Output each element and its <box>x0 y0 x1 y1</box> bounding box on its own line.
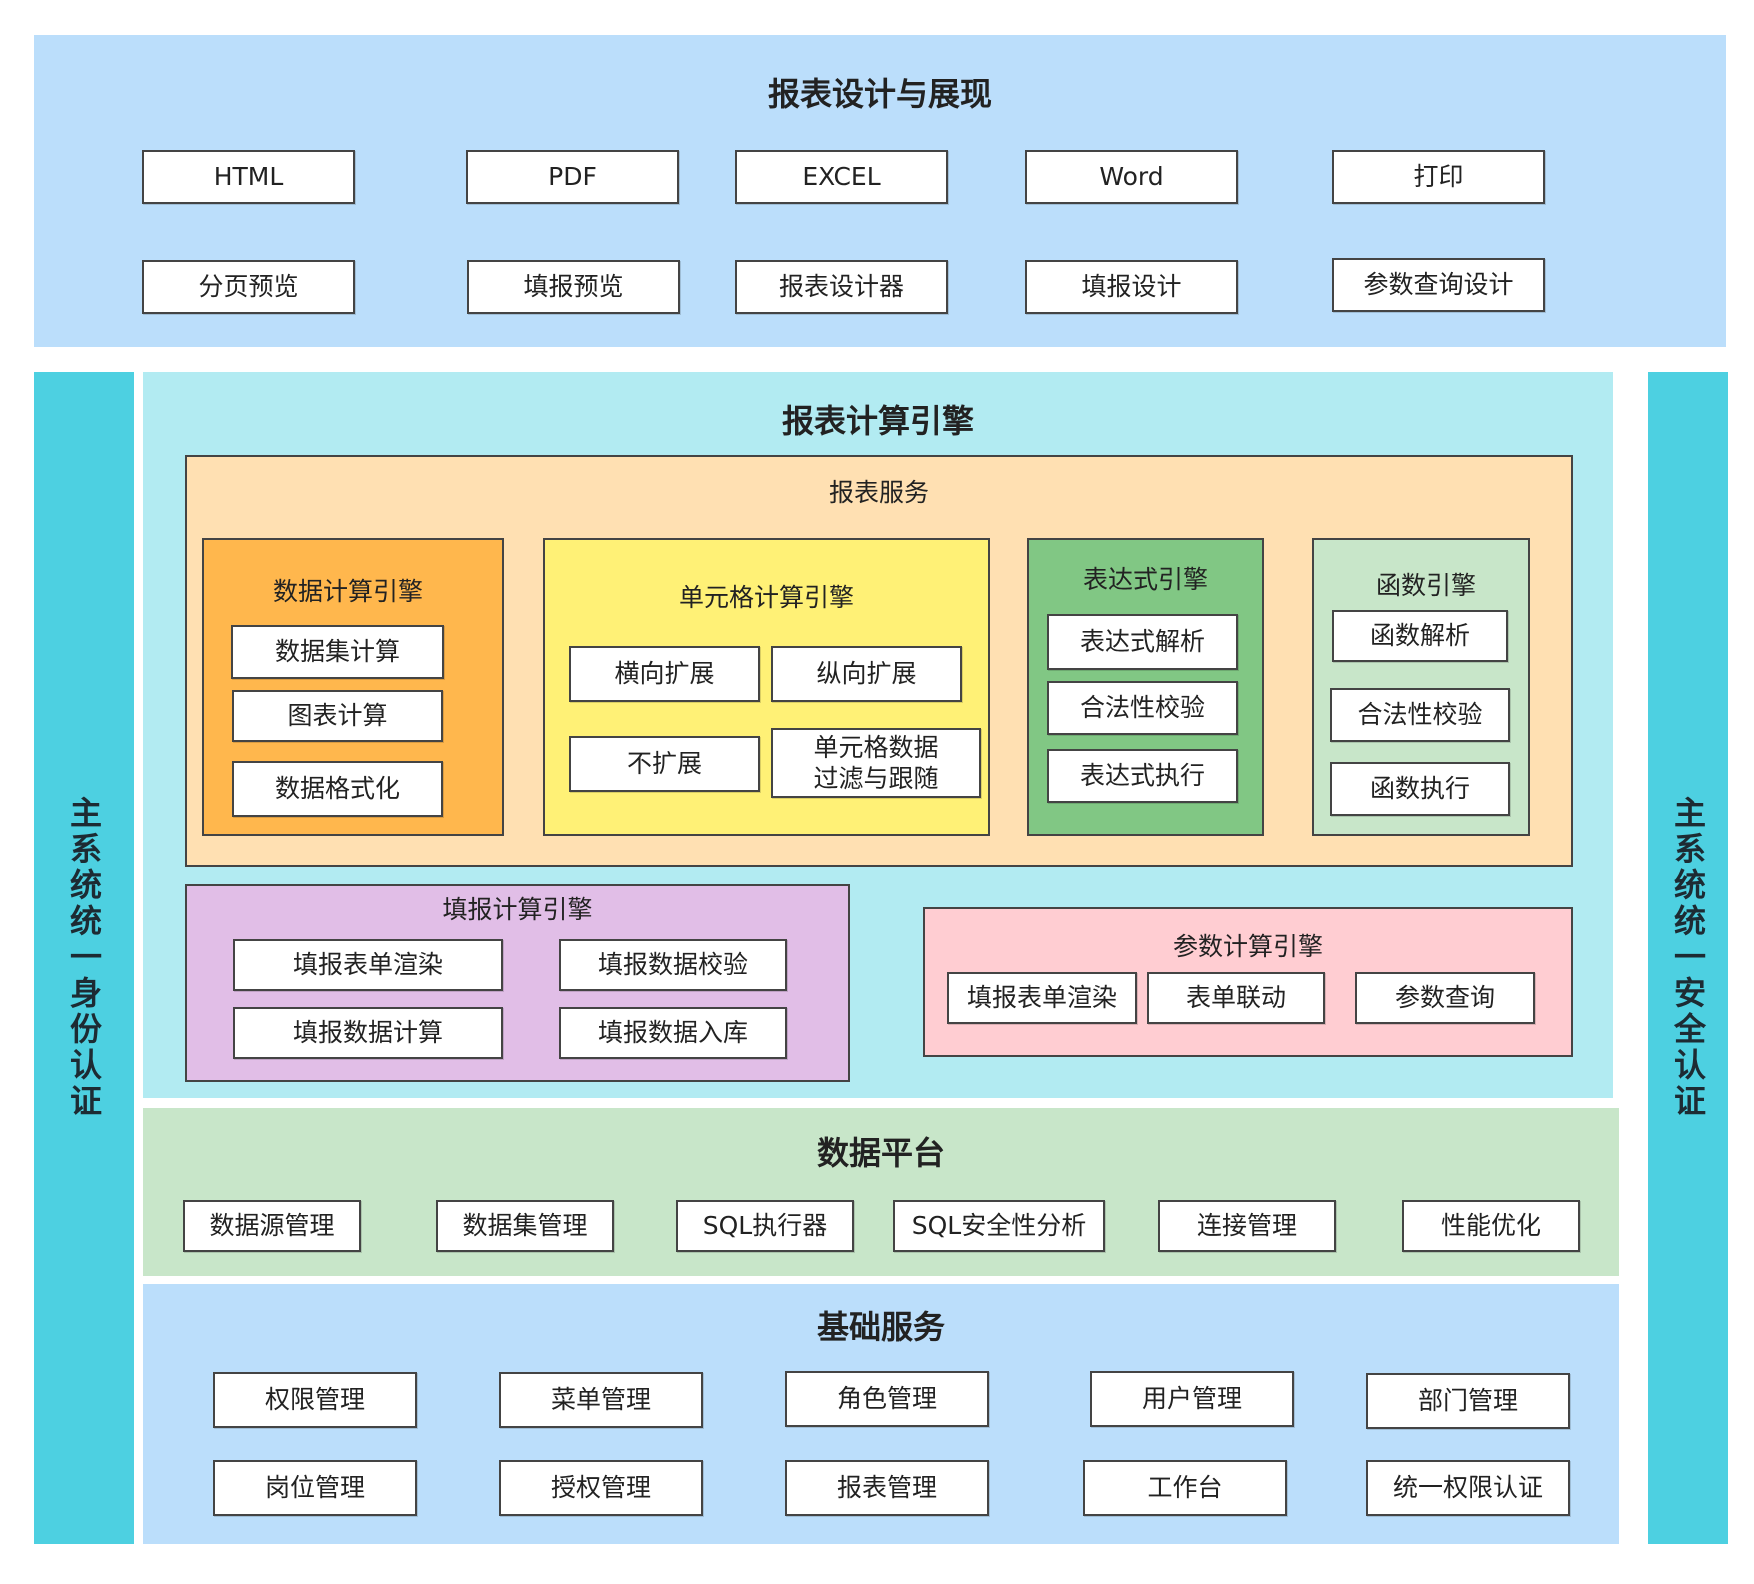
fill-design-box: 填报设计 <box>1025 260 1238 314</box>
report-mgmt-box: 报表管理 <box>785 1460 989 1516</box>
param-query-design-box: 参数查询设计 <box>1332 258 1545 312</box>
left-identity-auth-bar: 主系统统一身份认证 <box>34 372 134 1544</box>
param-query-box: 参数查询 <box>1355 972 1535 1024</box>
chart-calc-box: 图表计算 <box>232 690 443 742</box>
function-parse-box: 函数解析 <box>1332 610 1508 662</box>
no-expand-box: 不扩展 <box>569 736 760 792</box>
expression-engine-panel: 表达式引擎 表达式解析 合法性校验 表达式执行 <box>1027 538 1264 836</box>
function-execute-box: 函数执行 <box>1330 762 1510 816</box>
pdf-output-box: PDF <box>466 150 679 204</box>
cell-calc-engine-title: 单元格计算引擎 <box>678 583 854 612</box>
permission-mgmt-box: 权限管理 <box>213 1372 417 1428</box>
department-mgmt-box: 部门管理 <box>1366 1373 1570 1429</box>
engine-panel: 报表计算引擎 报表服务 数据计算引擎 数据集计算 图表计算 数据格式化 单元格计… <box>143 372 1613 1098</box>
fill-calc-engine-panel: 填报计算引擎 填报表单渲染 填报数据校验 填报数据计算 填报数据入库 <box>185 884 850 1082</box>
page-preview-box: 分页预览 <box>142 260 355 314</box>
print-box: 打印 <box>1332 150 1545 204</box>
word-output-box: Word <box>1025 150 1238 204</box>
data-platform-panel: 数据平台 数据源管理 数据集管理 SQL执行器 SQL安全性分析 连接管理 性能… <box>143 1108 1619 1276</box>
fill-form-render-box: 填报表单渲染 <box>233 939 503 991</box>
workbench-box: 工作台 <box>1083 1460 1287 1516</box>
base-service-panel: 基础服务 权限管理 菜单管理 角色管理 用户管理 部门管理 岗位管理 授权管理 … <box>143 1284 1619 1544</box>
performance-optimize-box: 性能优化 <box>1402 1200 1580 1252</box>
base-service-title: 基础服务 <box>816 1308 945 1346</box>
dataset-mgmt-box: 数据集管理 <box>436 1200 614 1252</box>
fill-calc-engine-title: 填报计算引擎 <box>442 895 593 924</box>
unified-permission-auth-box: 统一权限认证 <box>1366 1460 1570 1516</box>
data-platform-title: 数据平台 <box>816 1134 945 1172</box>
engine-title: 报表计算引擎 <box>781 402 974 440</box>
position-mgmt-box: 岗位管理 <box>213 1460 417 1516</box>
param-fill-form-render-box: 填报表单渲染 <box>947 972 1137 1024</box>
role-mgmt-box: 角色管理 <box>785 1371 989 1427</box>
cell-filter-follow-box: 单元格数据 过滤与跟随 <box>771 728 981 798</box>
presentation-title: 报表设计与展现 <box>767 75 992 113</box>
data-format-box: 数据格式化 <box>232 761 443 817</box>
fill-data-store-box: 填报数据入库 <box>559 1007 787 1059</box>
cell-calc-engine-panel: 单元格计算引擎 横向扩展 纵向扩展 不扩展 单元格数据 过滤与跟随 <box>543 538 990 836</box>
fill-data-calc-box: 填报数据计算 <box>233 1007 503 1059</box>
user-mgmt-box: 用户管理 <box>1090 1371 1294 1427</box>
function-engine-title: 函数引擎 <box>1375 571 1476 600</box>
sql-security-analysis-box: SQL安全性分析 <box>893 1200 1105 1252</box>
right-security-auth-bar: 主系统统一安全认证 <box>1648 372 1728 1544</box>
fill-data-validate-box: 填报数据校验 <box>559 939 787 991</box>
authorization-mgmt-box: 授权管理 <box>499 1460 703 1516</box>
expression-engine-title: 表达式引擎 <box>1082 565 1208 594</box>
connection-mgmt-box: 连接管理 <box>1158 1200 1336 1252</box>
excel-output-box: EXCEL <box>735 150 948 204</box>
vertical-expand-box: 纵向扩展 <box>771 646 962 702</box>
data-calc-engine-title: 数据计算引擎 <box>272 577 423 606</box>
expression-execute-box: 表达式执行 <box>1047 749 1238 803</box>
presentation-panel: 报表设计与展现 HTML PDF EXCEL Word 打印 分页预览 填报预览… <box>34 35 1726 347</box>
menu-mgmt-box: 菜单管理 <box>499 1372 703 1428</box>
datasource-mgmt-box: 数据源管理 <box>183 1200 361 1252</box>
dataset-calc-box: 数据集计算 <box>231 625 444 679</box>
sql-executor-box: SQL执行器 <box>676 1200 854 1252</box>
html-output-box: HTML <box>142 150 355 204</box>
expression-parse-box: 表达式解析 <box>1047 614 1238 670</box>
param-calc-engine-panel: 参数计算引擎 填报表单渲染 表单联动 参数查询 <box>923 907 1573 1057</box>
param-calc-engine-title: 参数计算引擎 <box>1172 932 1323 961</box>
function-validate-box: 合法性校验 <box>1330 688 1510 742</box>
right-sidebar-label: 主系统统一安全认证 <box>1669 796 1707 1120</box>
report-designer-box: 报表设计器 <box>735 260 948 314</box>
report-service-panel: 报表服务 数据计算引擎 数据集计算 图表计算 数据格式化 单元格计算引擎 横向扩… <box>185 455 1573 867</box>
horizontal-expand-box: 横向扩展 <box>569 646 760 702</box>
data-calc-engine-panel: 数据计算引擎 数据集计算 图表计算 数据格式化 <box>202 538 504 836</box>
fill-preview-box: 填报预览 <box>467 260 680 314</box>
left-sidebar-label: 主系统统一身份认证 <box>65 796 103 1120</box>
form-linkage-box: 表单联动 <box>1147 972 1325 1024</box>
function-engine-panel: 函数引擎 函数解析 合法性校验 函数执行 <box>1312 538 1530 836</box>
report-service-title: 报表服务 <box>828 478 929 507</box>
expression-validate-box: 合法性校验 <box>1047 681 1238 735</box>
